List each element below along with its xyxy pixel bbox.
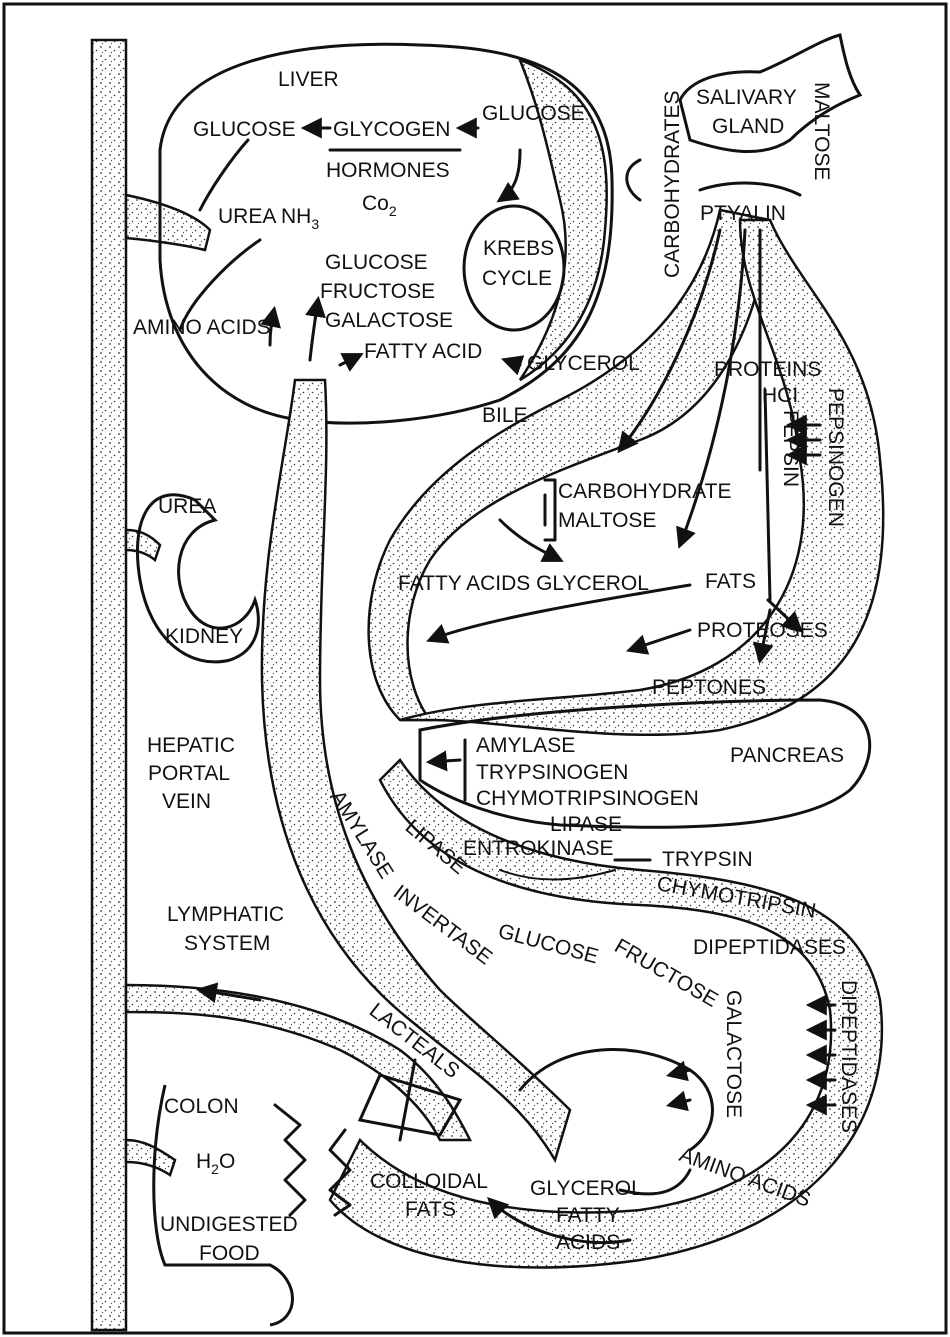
mouth-line bbox=[700, 183, 800, 195]
label-pepsinogen: PEPSINOGEN bbox=[824, 388, 847, 527]
label-pepsin: PEPSIN bbox=[779, 410, 802, 487]
h2o-subscript: 2 bbox=[211, 1161, 219, 1177]
label-system: SYSTEM bbox=[184, 932, 270, 955]
label-h2o: H2O bbox=[196, 1150, 235, 1177]
label-colon: COLON bbox=[164, 1095, 239, 1118]
label-hormones: HORMONES bbox=[326, 159, 450, 182]
label-fructose: FRUCTOSE bbox=[320, 280, 435, 303]
co2-subscript: 2 bbox=[389, 203, 397, 219]
label-galactose-vertical: GALACTOSE bbox=[722, 990, 745, 1118]
label-urea: UREA bbox=[158, 495, 216, 518]
label-fatty-acid: FATTY ACID bbox=[364, 340, 482, 363]
liver-vessel-branch bbox=[126, 195, 210, 250]
label-amino-acids: AMINO ACIDS bbox=[133, 316, 271, 339]
label-amylase: AMYLASE bbox=[476, 734, 575, 757]
label-liver: LIVER bbox=[278, 68, 339, 91]
label-entrokinase: ENTROKINASE bbox=[463, 837, 614, 860]
label-trypsin: TRYPSIN bbox=[662, 848, 753, 871]
label-salivary: SALIVARY bbox=[696, 86, 797, 109]
label-trypsinogen: TRYPSINOGEN bbox=[476, 761, 628, 784]
label-glycerol: GLYCEROL bbox=[527, 352, 640, 375]
label-lymphatic: LYMPHATIC bbox=[167, 903, 284, 926]
label-urea-nh3: UREA NH3 bbox=[218, 205, 319, 232]
label-undigested: UNDIGESTED bbox=[160, 1213, 298, 1236]
label-glucose: GLUCOSE bbox=[325, 251, 428, 274]
label-peptones: PEPTONES bbox=[652, 676, 766, 699]
label-glucose-diagonal: GLUCOSE bbox=[496, 920, 601, 969]
label-proteoses: PROTEOSES bbox=[697, 619, 828, 642]
label-co2: Co2 bbox=[362, 192, 397, 219]
label-carbohydrate: CARBOHYDRATE bbox=[558, 480, 731, 503]
label-carbohydrates: CARBOHYDRATES bbox=[661, 91, 684, 278]
label-galactose: GALACTOSE bbox=[325, 309, 453, 332]
label-maltose: MALTOSE bbox=[558, 509, 656, 532]
kidney-vessel-branch bbox=[126, 530, 160, 560]
label-glycerol: GLYCEROL bbox=[530, 1177, 643, 1200]
label-glucose: GLUCOSE bbox=[482, 102, 585, 125]
label-krebs: KREBS bbox=[483, 237, 554, 260]
label-gland: GLAND bbox=[712, 115, 784, 138]
main-vessel bbox=[92, 40, 126, 1330]
label-glucose: GLUCOSE bbox=[193, 118, 296, 141]
label-glycogen: GLYCOGEN bbox=[333, 118, 450, 141]
colon-wall-left bbox=[275, 1105, 305, 1215]
urea-nh3-subscript: 3 bbox=[311, 216, 319, 232]
label-bile: BILE bbox=[482, 404, 528, 427]
label-ptyalin: PTYALIN bbox=[700, 202, 786, 225]
label-food: FOOD bbox=[199, 1242, 260, 1265]
urea-nh3-main: UREA NH bbox=[218, 205, 311, 228]
label-dipeptidases: DIPEPTIDASES bbox=[693, 936, 846, 959]
label-fats: FATS bbox=[405, 1198, 456, 1221]
label-kidney: KIDNEY bbox=[165, 625, 243, 648]
label-fatty: FATTY bbox=[556, 1204, 620, 1227]
label-vein: VEIN bbox=[162, 790, 211, 813]
label-portal: PORTAL bbox=[148, 762, 230, 785]
colon-vessel-branch bbox=[126, 1140, 175, 1175]
co2-main: Co bbox=[362, 192, 389, 215]
h2o-main: H bbox=[196, 1150, 211, 1173]
h2o-end: O bbox=[219, 1150, 235, 1173]
label-colloidal: COLLOIDAL bbox=[370, 1170, 488, 1193]
label-fatty-acids-glycerol: FATTY ACIDS GLYCEROL bbox=[398, 572, 649, 595]
label-maltose: MALTOSE bbox=[810, 82, 833, 180]
label-fats: FATS bbox=[705, 570, 756, 593]
label-hepatic: HEPATIC bbox=[147, 734, 235, 757]
label-pancreas: PANCREAS bbox=[730, 744, 844, 767]
colon-outline bbox=[154, 1085, 293, 1325]
label-chymotripsinogen: CHYMOTRIPSINOGEN bbox=[476, 787, 699, 810]
label-hci: HCI bbox=[762, 384, 798, 407]
label-lipase: LIPASE bbox=[550, 813, 622, 836]
label-acids: ACIDS bbox=[556, 1231, 620, 1254]
label-dipeptidases-vertical: DIPEPTIDASES bbox=[837, 980, 860, 1133]
label-proteins: PROTEINS bbox=[714, 358, 821, 381]
label-cycle: CYCLE bbox=[482, 267, 552, 290]
